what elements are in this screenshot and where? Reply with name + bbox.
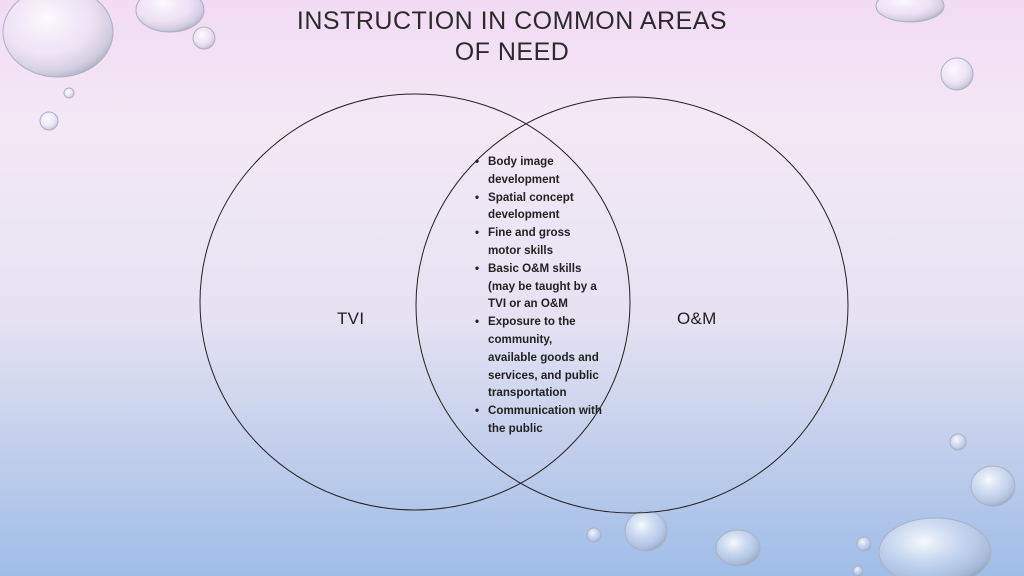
bullet-icon: • xyxy=(475,190,480,204)
overlap-item-text: Exposure to the community, available goo… xyxy=(488,315,599,400)
overlap-item-text: Basic O&M skills (may be taught by a TVI… xyxy=(488,261,597,311)
bubble xyxy=(878,517,992,576)
bullet-icon: • xyxy=(475,226,480,240)
bubble xyxy=(949,433,967,451)
bubble xyxy=(39,111,59,131)
overlap-item: • Exposure to the community, available go… xyxy=(474,313,604,402)
slide-title: INSTRUCTION IN COMMON AREAS OF NEED xyxy=(212,6,812,68)
venn-circle-om xyxy=(415,96,849,514)
overlap-item: • Basic O&M skills (may be taught by a TV… xyxy=(474,260,604,313)
overlap-item-text: Body image development xyxy=(488,155,560,186)
bubble xyxy=(715,529,761,567)
bullet-icon: • xyxy=(475,404,480,418)
title-line-1: INSTRUCTION IN COMMON AREAS xyxy=(296,7,728,35)
bullet-icon: • xyxy=(475,315,480,329)
bubble xyxy=(852,565,864,576)
venn-circle-tvi xyxy=(199,93,631,511)
bubble xyxy=(63,87,75,99)
bubble xyxy=(2,0,114,78)
overlap-item: • Body image development xyxy=(474,153,604,189)
bubble xyxy=(970,465,1016,507)
title-line-2: OF NEED xyxy=(454,38,570,66)
overlap-item: • Spatial concept development xyxy=(474,189,604,225)
bubble xyxy=(192,26,216,50)
bubble xyxy=(875,0,945,23)
overlap-item: • Fine and gross motor skills xyxy=(474,224,604,260)
overlap-item-text: Fine and gross motor skills xyxy=(488,226,571,257)
overlap-item: • Communication with the public xyxy=(474,402,604,438)
bubble xyxy=(586,527,602,543)
bubble xyxy=(940,57,974,91)
bullet-icon: • xyxy=(475,155,480,168)
overlap-item-text: Communication with the public xyxy=(488,404,603,435)
overlap-item-text: Spatial concept development xyxy=(488,190,574,222)
bullet-icon: • xyxy=(475,261,480,275)
bubble xyxy=(135,0,205,33)
overlap-list: • Body image development • Spatial concept… xyxy=(474,153,604,438)
venn-label-tvi: TVI xyxy=(337,309,365,328)
bubble xyxy=(624,510,668,552)
bubble xyxy=(856,536,872,552)
venn-label-om: O&M xyxy=(677,309,717,328)
